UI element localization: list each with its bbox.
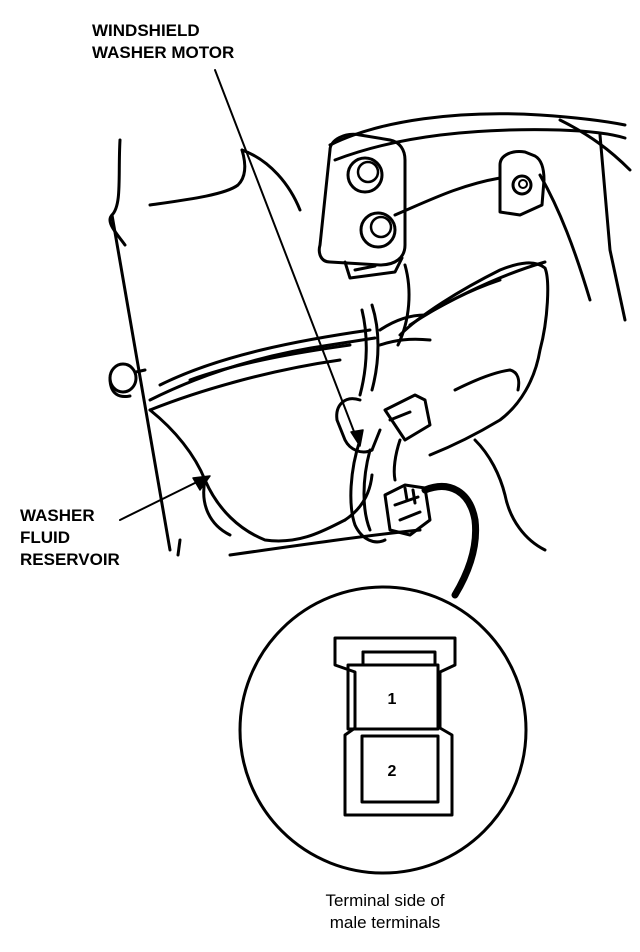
reservoir-label-line: FLUID xyxy=(20,528,71,547)
connector-detail xyxy=(333,636,457,817)
motor-label-line: WINDSHIELD xyxy=(92,21,200,40)
mounting-bracket xyxy=(317,132,407,280)
hoses xyxy=(328,112,632,322)
reservoir-label: WASHER FLUID RESERVOIR xyxy=(20,505,120,571)
reservoir-arrowhead xyxy=(192,475,211,491)
main-hose xyxy=(148,328,432,412)
bracket-bolt-upper xyxy=(346,156,384,194)
washer-motor xyxy=(335,263,432,544)
motor-label: WINDSHIELD WASHER MOTOR xyxy=(92,20,234,64)
reservoir-label-line: RESERVOIR xyxy=(20,550,120,569)
motor-leader-line xyxy=(214,69,359,443)
left-grommet xyxy=(108,362,147,398)
terminal-1-label: 1 xyxy=(388,691,397,708)
motor-arrowhead xyxy=(350,429,364,447)
terminal-2-cavity xyxy=(360,734,440,804)
reservoir-leader-line xyxy=(119,477,206,521)
body-panel xyxy=(108,138,302,557)
bracket-bolt-lower xyxy=(359,211,397,249)
harness-wire xyxy=(421,483,480,599)
connector-caption: Terminal side of male terminals xyxy=(300,890,470,934)
right-bracket xyxy=(498,150,546,217)
connector-detail-circle xyxy=(238,585,528,875)
reservoir-label-line: WASHER xyxy=(20,506,95,525)
reservoir-body xyxy=(148,260,550,557)
caption-line: Terminal side of xyxy=(325,891,445,910)
motor-connector xyxy=(383,483,432,537)
motor-label-line: WASHER MOTOR xyxy=(92,43,235,62)
terminal-1-cavity xyxy=(346,663,440,731)
terminal-2-label: 2 xyxy=(388,763,397,780)
caption-line: male terminals xyxy=(329,913,441,932)
